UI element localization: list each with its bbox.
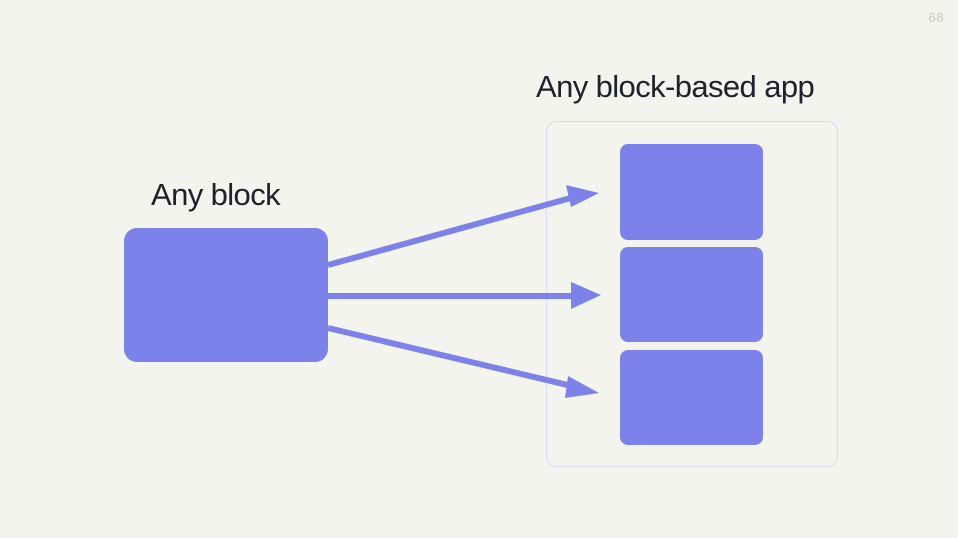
any-block-shape [124, 228, 328, 362]
app-block-1 [620, 144, 763, 240]
source-block-label: Any block [151, 177, 281, 212]
app-container-label: Any block-based app [536, 69, 815, 104]
page-number: 68 [928, 10, 944, 25]
app-block-2 [620, 247, 763, 342]
app-block-3 [620, 350, 763, 445]
